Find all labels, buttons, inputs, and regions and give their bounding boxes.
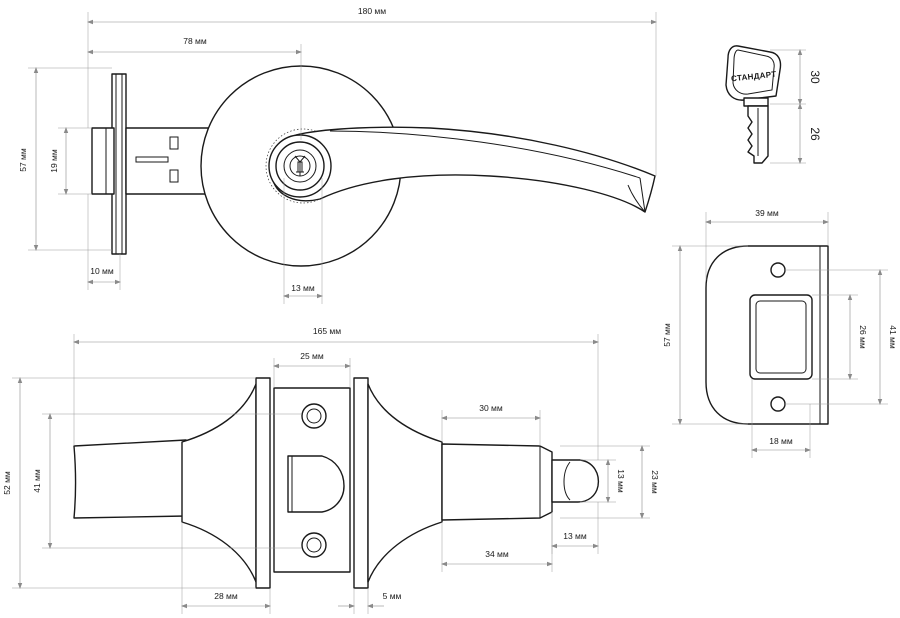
left-lever xyxy=(73,439,187,519)
svg-text:28 мм: 28 мм xyxy=(214,591,238,601)
dim-rose-depth: 28 мм xyxy=(181,522,271,614)
dim-latch-extension: 30 мм xyxy=(441,403,541,446)
strike-window xyxy=(749,294,813,380)
dim-strike-height: 57 мм xyxy=(662,245,748,425)
dim-plate-width: 25 мм xyxy=(273,351,351,388)
dim-backset: 78 мм xyxy=(87,36,302,140)
spindle-hole xyxy=(287,455,345,513)
svg-text:25 мм: 25 мм xyxy=(300,351,324,361)
svg-text:10 мм: 10 мм xyxy=(90,266,114,276)
dim-body-height: 52 мм xyxy=(2,377,256,589)
strike-plate-view: 39 мм 57 мм 26 мм 41 мм 18 мм xyxy=(662,208,898,458)
dim-strike-window: 26 мм xyxy=(812,294,868,380)
dim-key: 30 26 xyxy=(770,49,822,164)
svg-text:39 мм: 39 мм xyxy=(755,208,779,218)
side-view: 165 мм 25 мм 30 мм 52 мм 41 мм xyxy=(2,326,660,614)
svg-text:57 мм: 57 мм xyxy=(662,323,672,347)
key-head xyxy=(725,45,782,101)
strike-hole-bottom xyxy=(770,396,786,412)
svg-text:13 мм: 13 мм xyxy=(616,469,626,493)
svg-text:165 мм: 165 мм xyxy=(313,326,341,336)
latch-tip xyxy=(551,459,600,503)
svg-text:26 мм: 26 мм xyxy=(858,325,868,349)
svg-text:19 мм: 19 мм xyxy=(49,149,59,173)
latch-bolt xyxy=(91,127,115,195)
svg-text:30 мм: 30 мм xyxy=(479,403,503,413)
dim-keyhole: 13 мм xyxy=(283,178,323,304)
svg-text:5 мм: 5 мм xyxy=(383,591,402,601)
dim-body-length: 165 мм xyxy=(73,326,599,460)
dim-bolt-housing: 23 мм xyxy=(560,445,660,519)
svg-text:78 мм: 78 мм xyxy=(183,36,207,46)
svg-text:13 мм: 13 мм xyxy=(291,283,315,293)
svg-text:23 мм: 23 мм xyxy=(650,470,660,494)
dim-total-length: 180 мм xyxy=(87,6,657,176)
dim-bolt-tip: 13 мм xyxy=(551,502,599,554)
svg-text:26: 26 xyxy=(808,127,822,141)
strike-hole-top xyxy=(770,262,786,278)
svg-text:13 мм: 13 мм xyxy=(563,531,587,541)
svg-text:34 мм: 34 мм xyxy=(485,549,509,559)
right-rose xyxy=(367,383,443,583)
svg-text:41 мм: 41 мм xyxy=(888,325,898,349)
right-lever xyxy=(441,443,553,521)
svg-text:18 мм: 18 мм xyxy=(769,436,793,446)
svg-text:30: 30 xyxy=(808,70,822,84)
svg-text:57 мм: 57 мм xyxy=(18,148,28,172)
svg-text:41 мм: 41 мм xyxy=(32,469,42,493)
dim-strike-inner: 18 мм xyxy=(751,379,811,458)
lever-handle-view: 180 мм 78 мм 57 мм 19 мм 10 мм xyxy=(18,6,657,304)
svg-text:180 мм: 180 мм xyxy=(358,6,386,16)
left-rose xyxy=(181,383,257,583)
svg-text:52 мм: 52 мм xyxy=(2,471,12,495)
dim-latch-length: 34 мм xyxy=(441,512,553,572)
key-view: СТАНДАРТ 30 26 xyxy=(725,45,822,164)
dim-spindle-height: 41 мм xyxy=(32,413,302,549)
lever-arm xyxy=(270,126,656,213)
dim-faceplate: 10 мм xyxy=(87,194,121,290)
dim-strike-holes: 41 мм xyxy=(785,269,898,405)
dim-rose-height: 57 мм xyxy=(18,67,112,251)
dim-latch-height: 19 мм xyxy=(49,127,92,195)
dim-rose-thickness: 5 мм xyxy=(338,588,402,614)
